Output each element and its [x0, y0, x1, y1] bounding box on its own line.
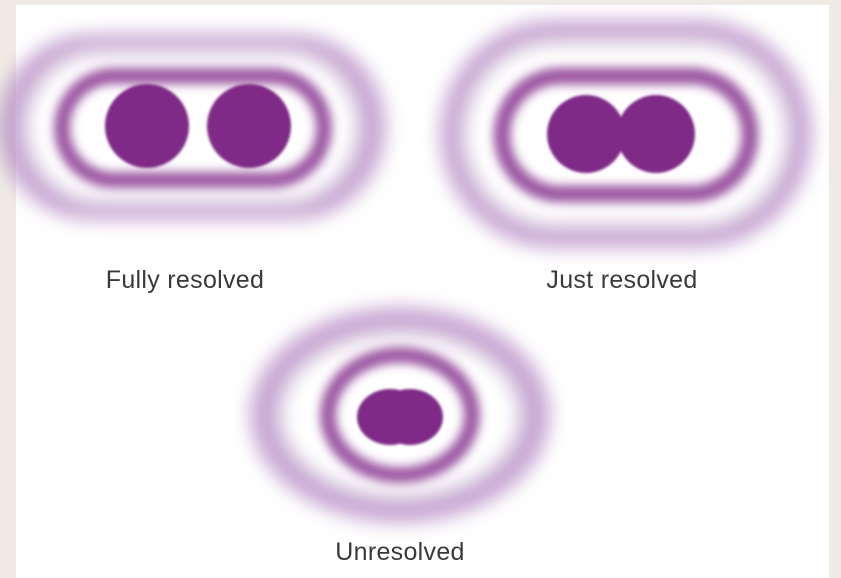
- airy-disk-right: [207, 84, 291, 168]
- merged-airy-disk: [357, 389, 443, 445]
- unresolved-pattern: [250, 307, 550, 523]
- caption-fully-resolved: Fully resolved: [106, 266, 264, 295]
- airy-disk-left: [547, 95, 625, 173]
- caption-just-resolved: Just resolved: [546, 266, 697, 295]
- caption-unresolved: Unresolved: [335, 538, 464, 567]
- just-resolved-pattern: [440, 20, 812, 248]
- fully-resolved-pattern: [0, 34, 386, 220]
- airy-disk-left: [105, 84, 189, 168]
- airy-disk-right: [617, 95, 695, 173]
